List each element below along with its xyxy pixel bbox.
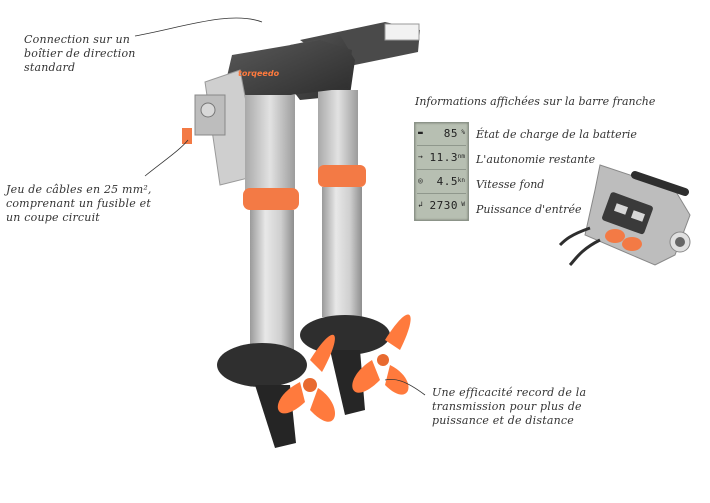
- cables-annotation: Jeu de câbles en 25 mm², comprenant un f…: [6, 183, 152, 224]
- label-power: Puissance d'entrée: [476, 203, 582, 216]
- power-icon: ↲: [418, 200, 423, 209]
- brand-logo: torqeedo: [238, 69, 280, 78]
- range-arrow-icon: →: [418, 152, 423, 161]
- leader-line-connection: [134, 17, 263, 37]
- label-battery: État de charge de la batterie: [476, 128, 637, 141]
- efficiency-annotation: Une efficacité record de la transmission…: [432, 386, 587, 427]
- lcd-display: ▬ 85 % → 11.3 nm ◎ 4.5 kn ↲ 2730 W: [414, 122, 469, 221]
- tiller-handle: [558, 164, 691, 267]
- label-range: L'autonomie restante: [476, 153, 596, 166]
- leader-line-efficiency: [384, 378, 426, 396]
- battery-icon: ▬: [418, 128, 423, 137]
- leader-line-cables: [144, 139, 189, 177]
- display-title: Informations affichées sur la barre fran…: [415, 95, 656, 108]
- lcd-row-battery: ▬ 85 %: [417, 124, 466, 146]
- lcd-row-power: ↲ 2730 W: [418, 199, 465, 212]
- lcd-row-speed: ◎ 4.5 kn: [417, 172, 466, 194]
- speed-icon: ◎: [418, 176, 423, 185]
- lcd-row-range: → 11.3 nm: [417, 148, 466, 170]
- connection-annotation: Connection sur un boîtier de direction s…: [24, 33, 136, 74]
- front-outboard-motor: torqeedo: [182, 40, 352, 448]
- label-speed: Vitesse fond: [476, 178, 545, 191]
